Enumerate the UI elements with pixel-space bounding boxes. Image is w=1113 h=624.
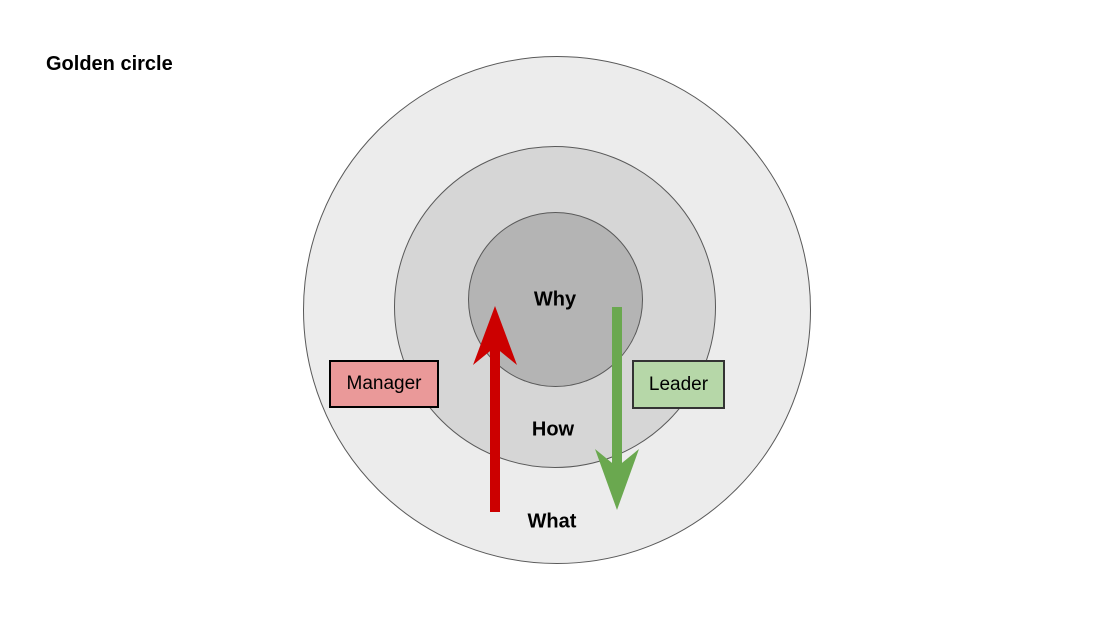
diagram-title: Golden circle [46,53,173,75]
how-label: How [531,418,575,441]
manager-label: Manager [346,373,422,394]
manager-box: Manager [329,360,439,408]
leader-label: Leader [648,373,709,395]
what-label: What [527,510,577,533]
why-label: Why [533,288,577,311]
leader-box: Leader [632,360,725,409]
